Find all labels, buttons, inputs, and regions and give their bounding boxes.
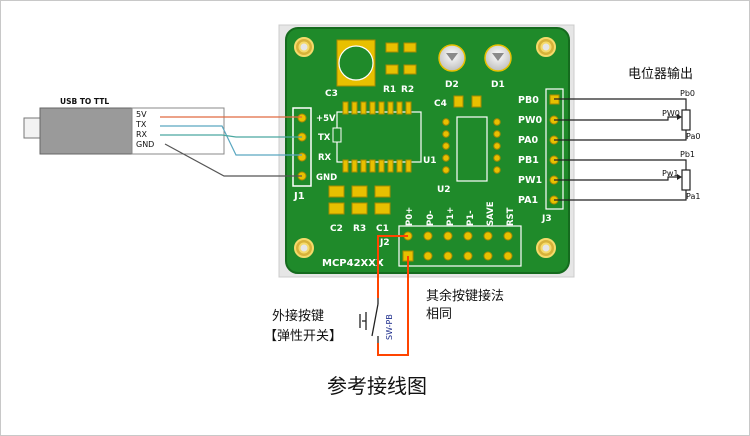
- board-name: MCP42XXX: [322, 258, 384, 269]
- j2-pin-save: SAVE: [486, 201, 496, 226]
- j2-pin-rst: RST: [506, 207, 516, 226]
- j3-pin-pw0: PW0: [518, 115, 542, 126]
- pot-resistors: [677, 109, 691, 191]
- j1-label: J1: [293, 191, 305, 202]
- mounting-holes: [294, 37, 556, 258]
- d1-label: D1: [491, 80, 505, 90]
- usb-ttl-module: USB TO TTL 5V TX RX GND: [23, 97, 225, 155]
- wire-tx: [160, 125, 302, 156]
- note-line2: 相同: [426, 307, 452, 322]
- switch-wiring: [377, 235, 409, 356]
- r3-label: R3: [353, 224, 366, 234]
- c2-label: C2: [330, 224, 343, 234]
- j2-label: J2: [379, 238, 390, 248]
- r1-label: R1: [383, 85, 396, 95]
- switch-part-label: SW-PB: [385, 314, 394, 340]
- j1-header: [292, 107, 312, 187]
- j1-pin-gnd: GND: [316, 173, 337, 183]
- c3-label: C3: [325, 89, 338, 99]
- usb-pcb: [131, 107, 225, 155]
- c2-capacitor: [328, 185, 345, 215]
- push-switch-symbol: [359, 298, 379, 343]
- usb-plug: [23, 117, 43, 139]
- c1-label: C1: [376, 224, 389, 234]
- pot0-resistor: [681, 109, 691, 131]
- u2-label: U2: [437, 185, 451, 195]
- d2-led: [438, 44, 466, 72]
- j3-pin-pb0: PB0: [518, 95, 539, 106]
- u2-chip: [442, 116, 501, 182]
- pot1-wiper-arrow: [677, 174, 682, 180]
- switch-label-line2: 【弹性开关】: [264, 329, 342, 344]
- d2-label: D2: [445, 80, 459, 90]
- pot0-b-label: Pb0: [680, 89, 695, 98]
- j2-pin-p1plus: P1+: [446, 207, 456, 226]
- wire-gnd: [164, 143, 302, 177]
- pot1-w-label: Pw1: [662, 169, 678, 178]
- pot1-a-label: Pa1: [686, 192, 700, 201]
- j2-pin-p1minus: P1-: [466, 210, 476, 226]
- c3-capacitor: [336, 39, 376, 87]
- j3-header: [545, 88, 564, 210]
- j3-pin-pa0: PA0: [518, 135, 538, 146]
- pcb-board: +5V TX RX GND J1 C3 R1 R2 D2 D1: [278, 24, 575, 278]
- usb-pin-rx: RX: [136, 130, 148, 139]
- j1-pin-5v: +5V: [316, 114, 336, 124]
- c4-label: C4: [434, 99, 447, 109]
- j1-pin-tx: TX: [318, 133, 331, 143]
- usb-wires: [160, 116, 302, 177]
- pot0-w-label: PW0: [662, 109, 680, 118]
- pot1-b-label: Pb1: [680, 150, 695, 159]
- usb-pin-tx: TX: [135, 120, 147, 129]
- j2-header: [398, 225, 522, 267]
- j3-pin-pa1: PA1: [518, 195, 538, 206]
- usb-pin-gnd: GND: [136, 140, 154, 149]
- j3-pin-pw1: PW1: [518, 175, 542, 186]
- c1-capacitor: [374, 185, 391, 215]
- u1-label: U1: [423, 156, 437, 166]
- j1-pin-rx: RX: [318, 153, 332, 163]
- j2-pin-p0plus: P0+: [405, 207, 415, 226]
- usb-pin-5v: 5V: [136, 110, 147, 119]
- note-line1: 其余按键接法: [426, 288, 504, 304]
- pot0-wiper-arrow: [677, 114, 682, 120]
- d1-led: [484, 44, 512, 72]
- j3-pin-pb1: PB1: [518, 155, 539, 166]
- pot0-a-label: Pa0: [686, 132, 700, 141]
- j2-pin-p0minus: P0-: [426, 210, 436, 226]
- j3-label: J3: [541, 214, 552, 224]
- diagram-caption: 参考接线图: [327, 374, 427, 398]
- r1-resistor: [385, 42, 399, 75]
- c4-capacitor: [453, 95, 482, 108]
- pot-wiring: [554, 98, 687, 201]
- wire-rx: [160, 134, 302, 138]
- r2-resistor: [403, 42, 417, 75]
- j2-pads: [402, 231, 513, 262]
- switch-label-line1: 外接按键: [272, 308, 324, 324]
- pot-title: 电位器输出: [628, 66, 693, 82]
- u1-chip: [332, 101, 422, 173]
- usb-body: [39, 107, 133, 155]
- usb-label: USB TO TTL: [60, 97, 109, 106]
- r2-label: R2: [401, 85, 414, 95]
- r3-resistor: [351, 185, 368, 215]
- pot1-resistor: [681, 169, 691, 191]
